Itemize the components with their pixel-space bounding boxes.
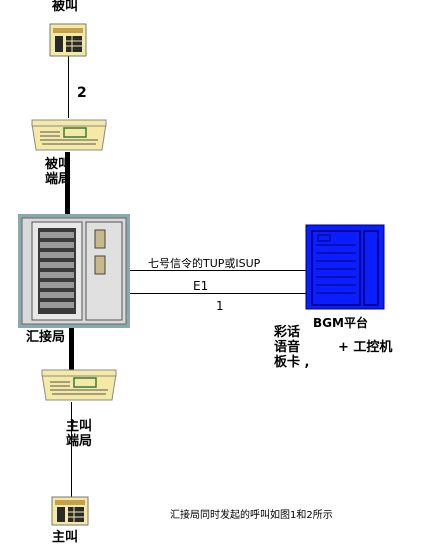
tandem-label: 汇接局 bbox=[26, 330, 66, 345]
line-called-to-terminal bbox=[68, 56, 69, 118]
e1-link-label: E1 bbox=[193, 279, 209, 293]
calling-terminal-label-1: 主叫 bbox=[66, 419, 93, 434]
bgm-label-line3a: 语音 bbox=[274, 340, 301, 355]
bgm-label-line1: BGM平台 bbox=[313, 316, 368, 330]
called-terminal-label-1: 被叫 bbox=[45, 157, 72, 172]
line-calling-terminal-to-party bbox=[71, 402, 72, 497]
signaling-link-line bbox=[128, 270, 306, 271]
calling-party-label: 主叫 bbox=[52, 530, 79, 545]
signaling-link-label: 七号信令的TUP或ISUP bbox=[148, 257, 261, 270]
diagram-caption: 汇接局同时发起的呼叫如图1和2所示 bbox=[170, 510, 333, 521]
bgm-label-line2: 彩话 bbox=[274, 325, 301, 340]
trunk-tandem-to-calling-terminal bbox=[69, 328, 74, 376]
trunk-terminal-to-tandem bbox=[65, 152, 70, 214]
e1-link-line bbox=[128, 293, 306, 294]
upper-hop-number: 2 bbox=[77, 85, 87, 101]
e1-link-number: 1 bbox=[216, 299, 224, 313]
bgm-label-line4: 板卡 , bbox=[274, 355, 310, 370]
called-terminal-label-2: 端局 bbox=[45, 172, 72, 187]
called-party-label: 被叫 bbox=[52, 0, 79, 14]
bgm-label-line3b: + 工控机 bbox=[338, 340, 393, 355]
calling-terminal-label-2: 端局 bbox=[66, 434, 93, 449]
